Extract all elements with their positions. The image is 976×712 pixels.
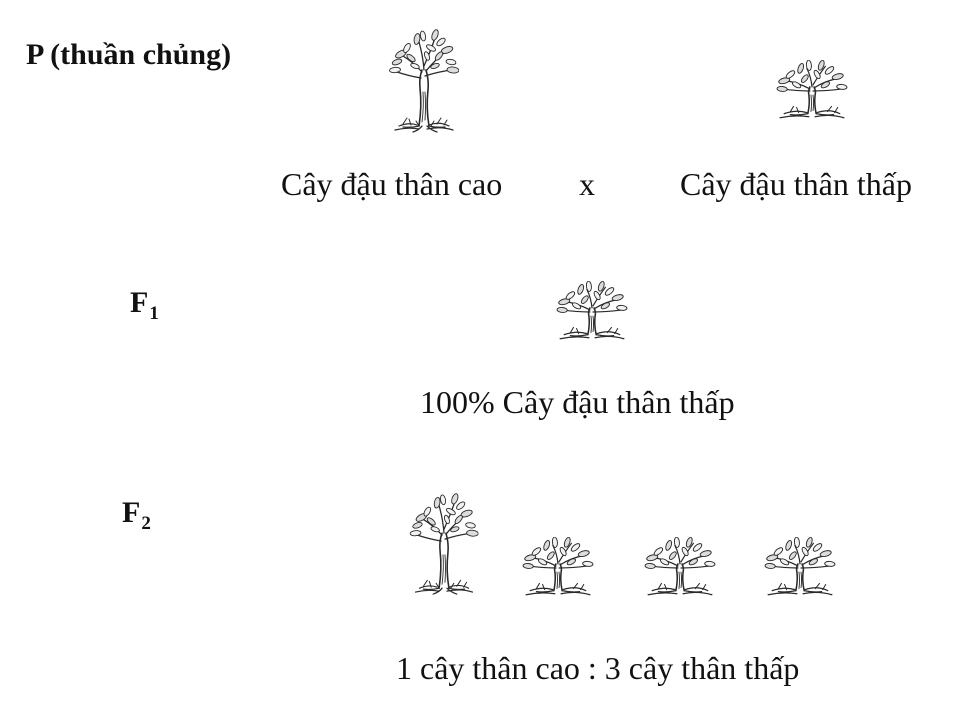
p-generation-label: P (thuần chủng) — [26, 38, 232, 71]
short-pea-plant-icon — [556, 280, 628, 344]
short-pea-plant-icon — [644, 536, 716, 600]
f2-ratio-label: 1 cây thân cao : 3 cây thân thấp — [396, 650, 800, 686]
f1-result-label: 100% Cây đậu thân thấp — [420, 384, 735, 420]
cross-symbol: x — [579, 166, 595, 202]
f2-generation-label: F2 — [122, 496, 151, 534]
p-tall-plant-label: Cây đậu thân cao — [281, 166, 503, 202]
tall-pea-plant-icon — [388, 26, 460, 136]
tall-pea-plant-icon — [408, 490, 480, 598]
p-short-plant-label: Cây đậu thân thấp — [680, 166, 912, 202]
f1-generation-label: F1 — [130, 286, 159, 324]
short-pea-plant-icon — [776, 60, 848, 122]
short-pea-plant-icon — [522, 536, 594, 600]
short-pea-plant-icon — [764, 536, 836, 600]
